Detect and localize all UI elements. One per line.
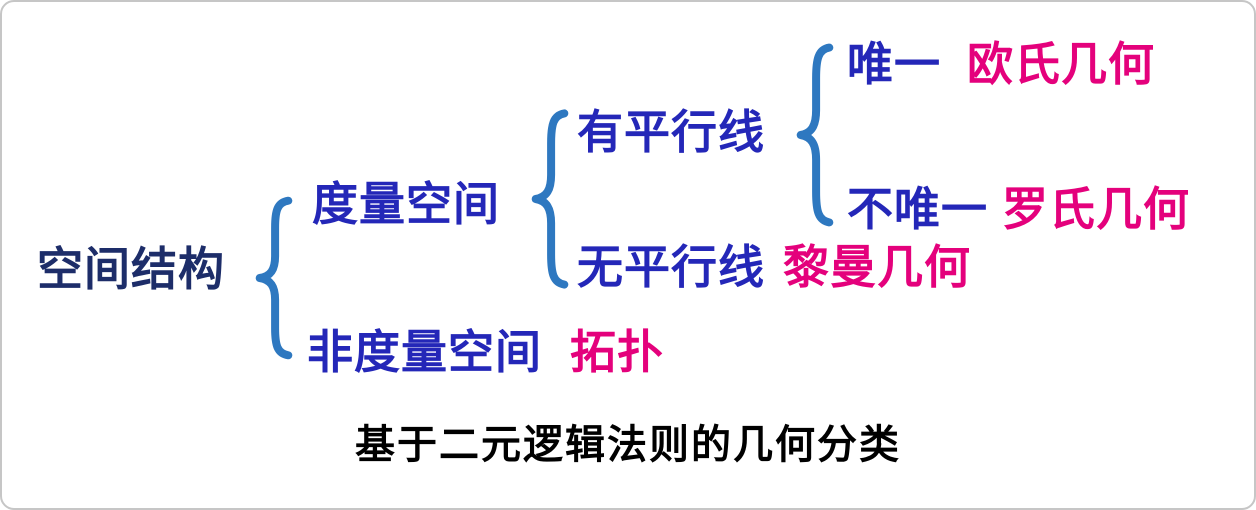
no-parallel-row: 无平行线 黎曼几何 [577,244,971,290]
lobachevskian-geometry-label: 罗氏几何 [1002,183,1190,235]
unique-label: 唯一 [847,38,941,90]
root-label: 空间结构 [37,243,225,295]
brace-parallel-icon [793,40,837,230]
has-parallel-label: 有平行线 [577,106,765,158]
euclidean-geometry-label: 欧氏几何 [967,38,1155,90]
topology-label: 拓扑 [570,326,664,378]
non-metric-space-label: 非度量空间 [307,326,542,378]
not-unique-row: 不唯一 罗氏几何 [847,186,1190,232]
brace-root-icon [252,194,296,362]
diagram-caption: 基于二元逻辑法则的几何分类 [355,423,901,467]
no-parallel-label: 无平行线 [577,241,765,293]
metric-space-label: 度量空间 [312,178,500,230]
riemannian-geometry-label: 黎曼几何 [783,241,971,293]
unique-row: 唯一 欧氏几何 [847,41,1155,87]
non-metric-row: 非度量空间 拓扑 [307,329,664,375]
not-unique-label: 不唯一 [847,183,988,235]
brace-metric-icon [528,106,572,292]
